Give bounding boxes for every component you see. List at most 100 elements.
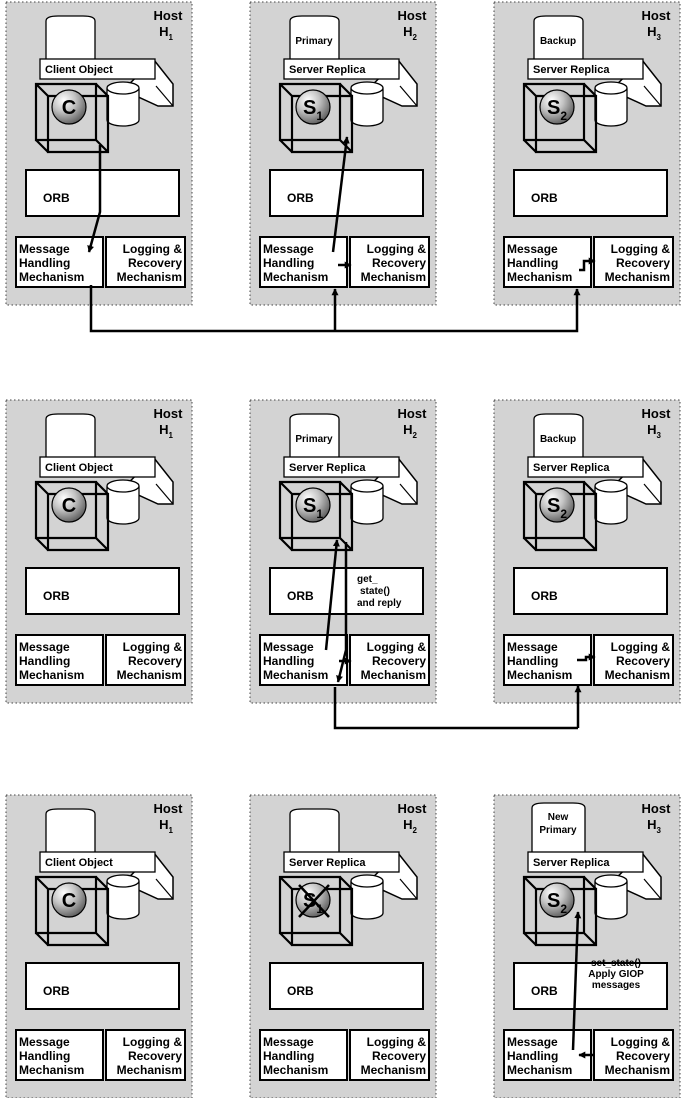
message-handling-label: Message (263, 242, 314, 256)
object-header: Server Replica (289, 462, 366, 474)
logging-recovery-box (349, 634, 430, 686)
message-handling-box (15, 1029, 104, 1081)
get-state-annotation: state() (360, 586, 390, 597)
message-handling-label: Mechanism (263, 270, 328, 284)
message-handling-label: Message (263, 640, 314, 654)
arrow-getstate-down (336, 542, 348, 683)
logging-recovery-label: Logging & (123, 1035, 183, 1049)
arrow-bus-to-h3 (335, 288, 581, 333)
database-cylinder (350, 874, 384, 920)
object-label: S2 (547, 890, 567, 916)
logging-recovery-label: Mechanism (117, 668, 182, 682)
failed-cross-icon (298, 884, 330, 918)
message-handling-label: Message (19, 1035, 70, 1049)
object-cube (34, 875, 110, 947)
object-cube (278, 875, 354, 947)
host-id: H3 (647, 817, 661, 835)
object-label-box (527, 456, 644, 478)
object-label-box (527, 851, 644, 873)
message-handling-label: Message (507, 640, 558, 654)
message-handling-label: Mechanism (507, 668, 572, 682)
message-handling-box (259, 1029, 348, 1081)
message-handling-label: Handling (263, 654, 314, 668)
orb-label: ORB (287, 589, 314, 603)
arrow-client-to-mhm (87, 145, 102, 253)
database-cylinder (106, 81, 140, 127)
get-state-annotation: and reply (357, 598, 402, 609)
logging-recovery-label: Recovery (372, 1049, 426, 1063)
object-label-box (527, 58, 644, 80)
logging-recovery-box (593, 236, 674, 288)
arrow-getstate-up (324, 539, 340, 651)
object-header: Client Object (45, 857, 113, 869)
object-header: Server Replica (533, 857, 610, 869)
object-label-box (283, 456, 400, 478)
logging-recovery-label: Logging & (611, 640, 671, 654)
tag-label: Primary (539, 825, 577, 836)
object-sphere (295, 487, 331, 523)
message-handling-box (15, 634, 104, 686)
message-handling-label: Handling (19, 256, 70, 270)
logging-recovery-box (349, 1029, 430, 1081)
orb-label: ORB (287, 191, 314, 205)
message-handling-label: Handling (507, 654, 558, 668)
object-header: Client Object (45, 462, 113, 474)
database-cylinder (106, 479, 140, 525)
host-id: H3 (647, 422, 661, 440)
database-cylinder (350, 479, 384, 525)
message-handling-label: Handling (19, 1049, 70, 1063)
database-cylinder (594, 81, 628, 127)
object-header: Client Object (45, 64, 113, 76)
object-header: Server Replica (289, 857, 366, 869)
object-sphere (539, 487, 575, 523)
message-handling-box (259, 634, 348, 686)
object-sphere (539, 89, 575, 125)
logging-recovery-box (105, 634, 186, 686)
host-id: H1 (159, 422, 173, 440)
get-state-annotation: get_ (357, 574, 378, 585)
object-label: C (62, 495, 76, 517)
arrow-setstate-up (571, 911, 582, 1051)
database-cylinder (594, 874, 628, 920)
object-label: S2 (547, 495, 567, 521)
logging-recovery-label: Mechanism (605, 668, 670, 682)
logging-recovery-label: Recovery (616, 256, 670, 270)
message-handling-label: Handling (507, 256, 558, 270)
object-cube (278, 480, 354, 552)
tag-label: Primary (295, 434, 333, 445)
orb-label: ORB (43, 191, 70, 205)
orb-box (513, 567, 668, 615)
host-label: Host (154, 8, 184, 23)
orb-box (513, 169, 668, 217)
orb-box (269, 962, 424, 1010)
logging-recovery-label: Recovery (128, 1049, 182, 1063)
logging-recovery-box (105, 236, 186, 288)
tag-label: Backup (540, 434, 576, 445)
object-label: S2 (547, 97, 567, 123)
message-handling-label: Mechanism (507, 270, 572, 284)
logging-recovery-box (105, 1029, 186, 1081)
logging-recovery-label: Mechanism (117, 1063, 182, 1077)
logging-recovery-label: Logging & (611, 242, 671, 256)
logging-recovery-box (593, 1029, 674, 1081)
logging-recovery-label: Mechanism (361, 1063, 426, 1077)
object-label: S1 (303, 495, 323, 521)
object-label: C (62, 97, 76, 119)
logging-recovery-label: Logging & (123, 640, 183, 654)
message-handling-label: Mechanism (263, 1063, 328, 1077)
orb-label: ORB (287, 984, 314, 998)
object-sphere (51, 882, 87, 918)
host-label: Host (642, 801, 672, 816)
orb-label: ORB (531, 191, 558, 205)
host-id: H2 (403, 817, 417, 835)
logging-recovery-label: Mechanism (605, 270, 670, 284)
connector-bus-r2 (333, 687, 578, 730)
logging-recovery-label: Logging & (367, 242, 427, 256)
object-label-box (39, 851, 156, 873)
orb-box (25, 962, 180, 1010)
object-header: Server Replica (533, 64, 610, 76)
